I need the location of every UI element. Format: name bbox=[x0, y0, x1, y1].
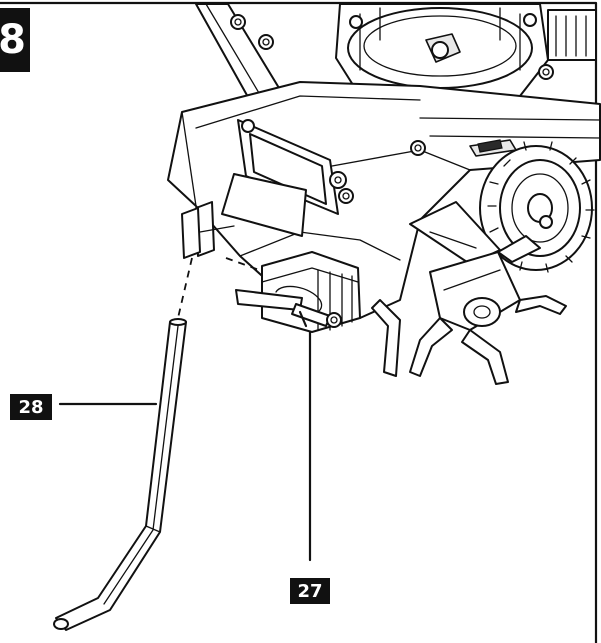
figure-number-badge: 8 bbox=[0, 8, 30, 72]
engine-assembly bbox=[335, 3, 597, 97]
handle-bracket bbox=[237, 119, 426, 215]
alignment-line bbox=[177, 257, 193, 319]
callout-28: 28 bbox=[10, 394, 52, 420]
top-plate-bolts bbox=[230, 14, 554, 80]
callout-27-label: 27 bbox=[297, 580, 323, 602]
clip-pin bbox=[275, 285, 342, 328]
handle-tube bbox=[53, 318, 187, 631]
callout-28-label: 28 bbox=[18, 396, 44, 418]
handle-socket bbox=[181, 173, 307, 259]
figure-number: 8 bbox=[0, 17, 26, 63]
tines bbox=[371, 201, 567, 385]
callout-27: 27 bbox=[290, 578, 330, 604]
